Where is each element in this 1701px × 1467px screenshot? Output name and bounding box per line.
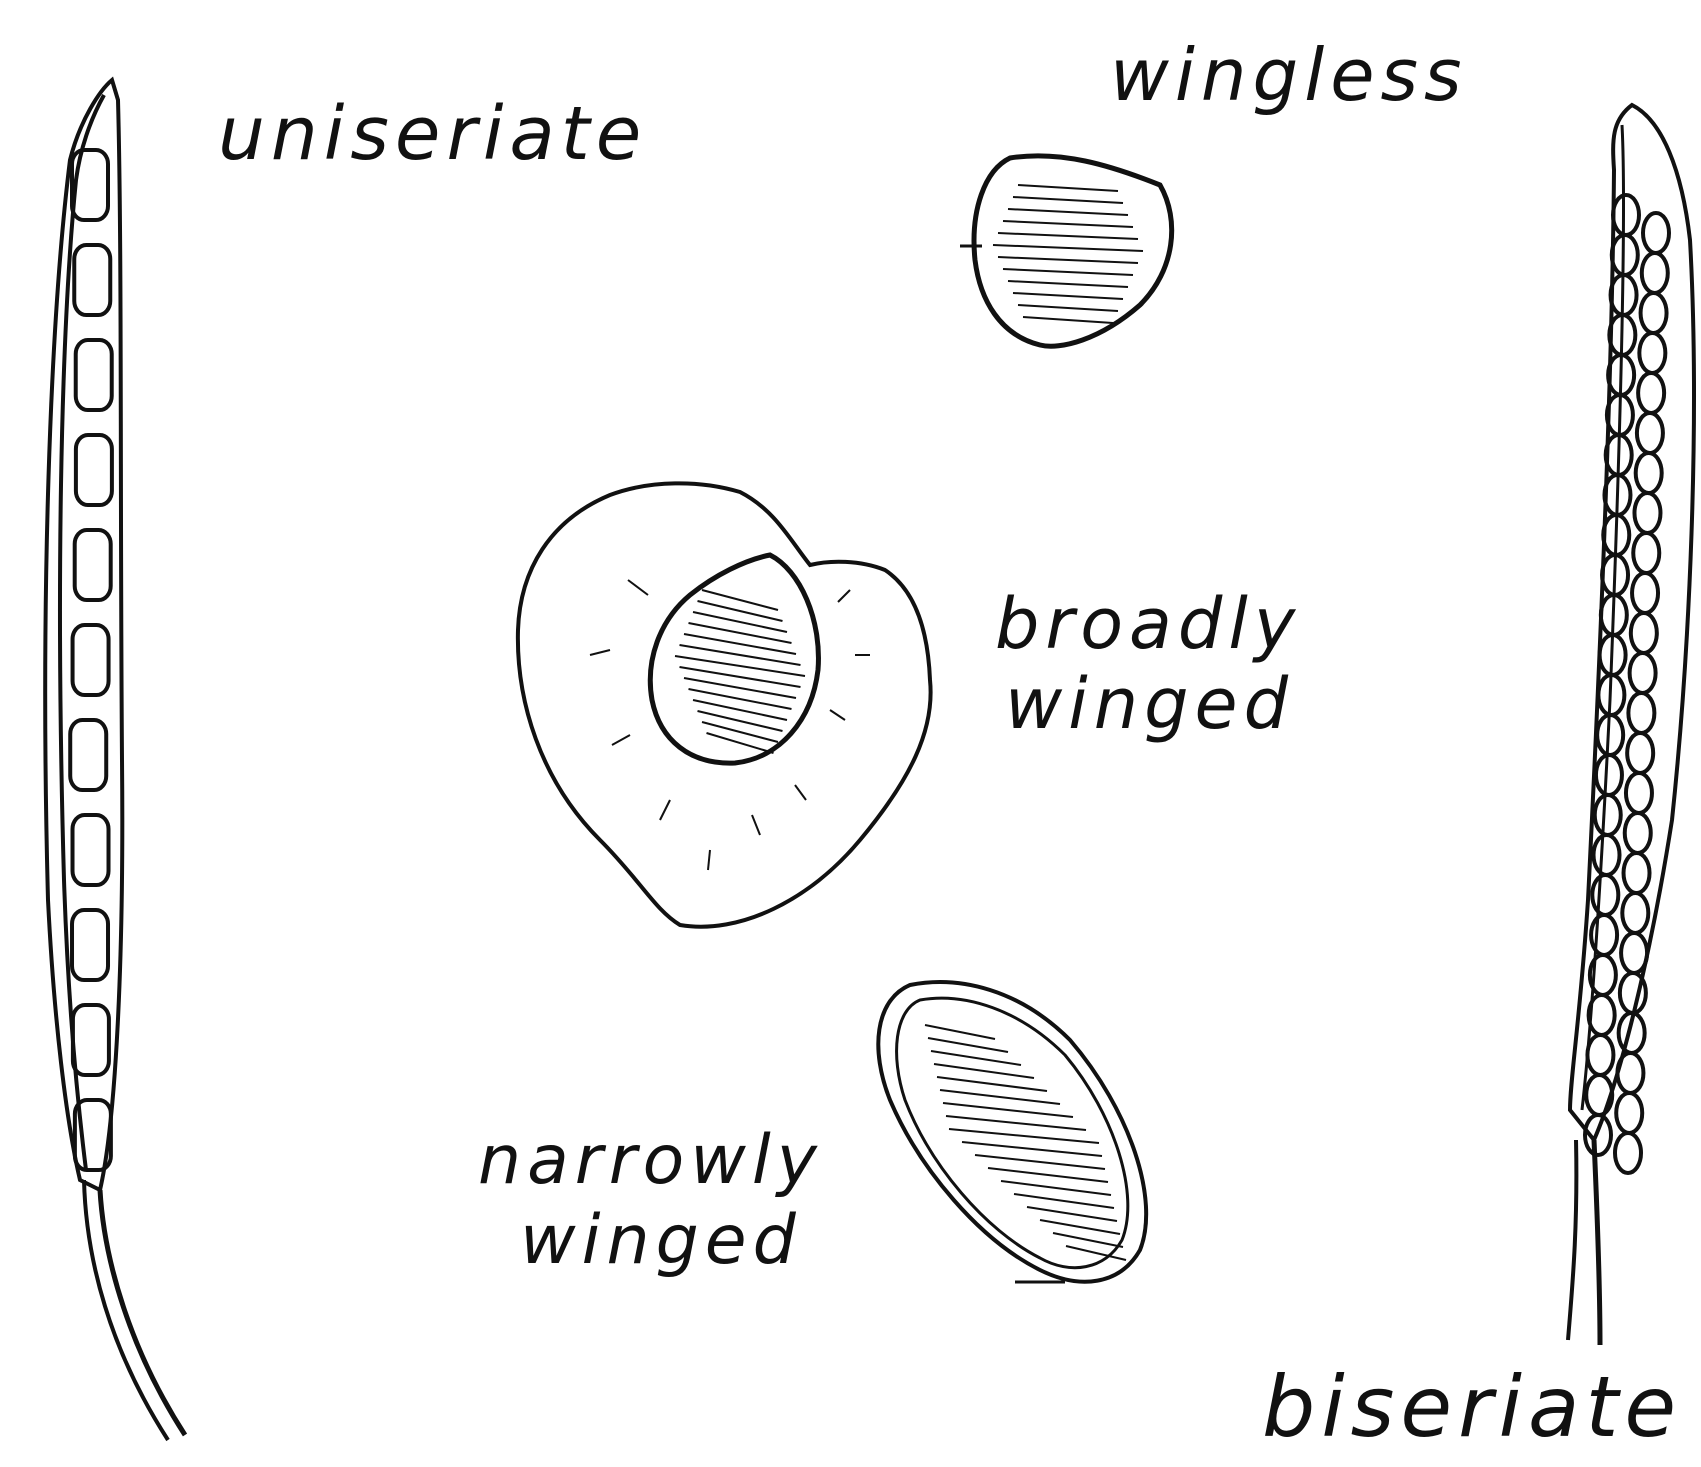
- biseriate-ascus: [1568, 105, 1694, 1345]
- label-narrowly-winged: winged: [520, 1205, 802, 1276]
- spore: [1630, 653, 1656, 693]
- spore: [1634, 493, 1660, 533]
- spore: [1594, 835, 1620, 875]
- spore: [1637, 413, 1663, 453]
- spore: [1636, 453, 1662, 493]
- broadly-winged-seed: [518, 483, 931, 926]
- spore: [1586, 1075, 1612, 1115]
- spore: [73, 1005, 109, 1075]
- spore: [1643, 213, 1669, 253]
- label-broadly: broadly: [995, 588, 1301, 662]
- label-wingless: wingless: [1110, 38, 1468, 114]
- spore: [1628, 693, 1654, 733]
- spore: [73, 625, 109, 695]
- spore: [73, 815, 109, 885]
- spore: [1641, 293, 1667, 333]
- spore: [1627, 733, 1653, 773]
- spore: [1613, 195, 1639, 235]
- label-uniseriate: uniseriate: [218, 96, 647, 174]
- spore: [1624, 853, 1650, 893]
- spore: [75, 530, 111, 600]
- spore: [1615, 1133, 1641, 1173]
- spore: [76, 340, 112, 410]
- spore: [1632, 573, 1658, 613]
- spore: [1639, 333, 1665, 373]
- spore: [1589, 995, 1615, 1035]
- narrowly-winged-seed: [878, 982, 1146, 1282]
- spore: [1626, 773, 1652, 813]
- spore: [70, 720, 106, 790]
- spore: [1620, 973, 1646, 1013]
- label-broadly-winged: winged: [1005, 668, 1294, 742]
- spore: [1592, 875, 1618, 915]
- spore: [1617, 1053, 1643, 1093]
- spore: [76, 435, 112, 505]
- spore: [1638, 373, 1664, 413]
- uniseriate-spores: [70, 150, 112, 1170]
- spore: [1596, 755, 1622, 795]
- spore: [74, 245, 110, 315]
- spore: [1591, 915, 1617, 955]
- spore: [1633, 533, 1659, 573]
- spore: [1631, 613, 1657, 653]
- label-biseriate: biseriate: [1262, 1363, 1682, 1451]
- uniseriate-ascus: [45, 80, 185, 1440]
- wingless-seed: [960, 156, 1172, 346]
- spore: [1625, 813, 1651, 853]
- label-narrowly: narrowly: [478, 1125, 823, 1196]
- spore: [1642, 253, 1668, 293]
- spore: [1622, 893, 1648, 933]
- spore: [72, 910, 108, 980]
- spore: [1616, 1093, 1642, 1133]
- spore: [1621, 933, 1647, 973]
- spore: [1587, 1035, 1613, 1075]
- spore: [1595, 795, 1621, 835]
